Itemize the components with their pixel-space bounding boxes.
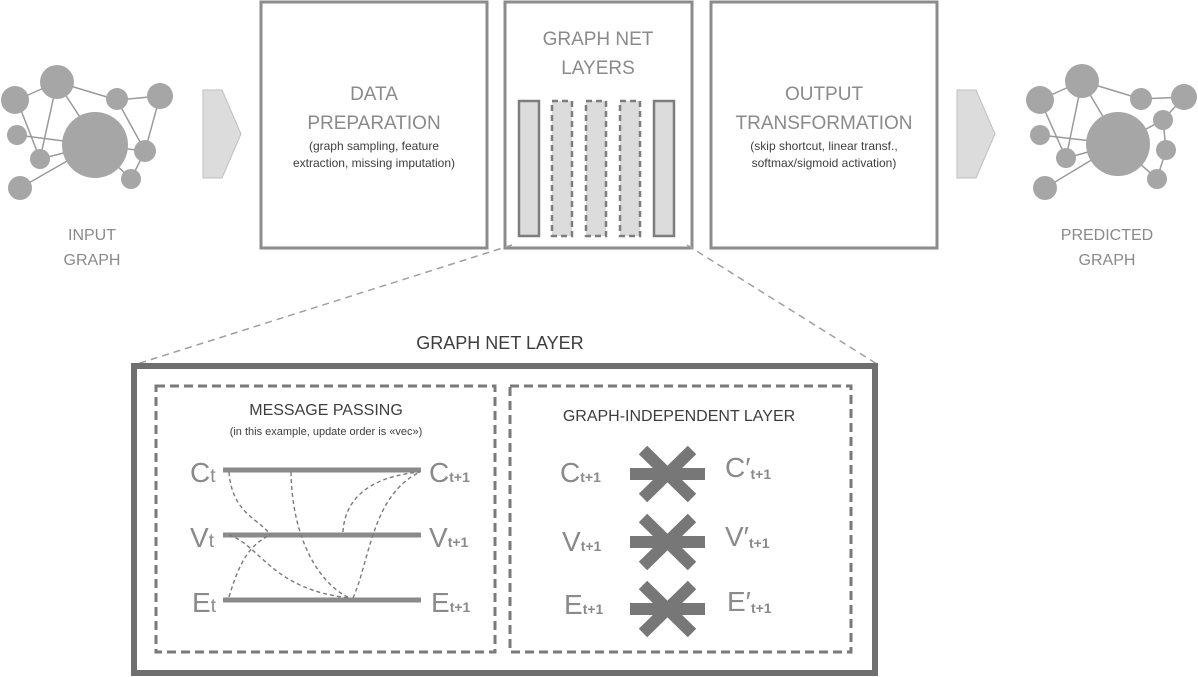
graph-node <box>134 140 156 162</box>
gi-label-c-left: Ct+1 <box>560 457 601 488</box>
cross-icon <box>630 580 705 638</box>
row-label-v-t1: Vt+1 <box>429 522 469 553</box>
layer-bar <box>517 99 541 238</box>
data-preparation-desc-1: (graph sampling, feature <box>309 139 439 153</box>
gi-label-e-left: Et+1 <box>564 589 604 620</box>
gi-label-e-right: E′t+1 <box>727 586 772 617</box>
graph-node <box>30 149 50 169</box>
row-label-v-t: Vt <box>190 522 215 553</box>
graph-node <box>62 112 128 178</box>
gi-label-v-left: Vt+1 <box>562 526 602 557</box>
graph-net-layers-title-1: GRAPH NET <box>543 29 654 50</box>
row-label-e-t1: Et+1 <box>431 587 471 618</box>
data-preparation-title-2: PREPARATION <box>307 113 440 134</box>
input-graph: INPUT GRAPH <box>1 65 173 269</box>
graph-node <box>106 88 128 110</box>
graph-node <box>1030 125 1050 145</box>
graph-node <box>1156 140 1176 160</box>
layer-bar <box>618 99 642 238</box>
flow-arrow-icon <box>956 89 996 179</box>
data-preparation-desc-2: extraction, missing imputation) <box>293 156 455 170</box>
output-transformation-desc-2: softmax/sigmoid activation) <box>752 156 897 170</box>
output-transformation-desc-1: (skip shortcut, linear transf., <box>750 139 897 153</box>
output-transformation-title-1: OUTPUT <box>785 84 864 105</box>
input-graph-label-1: INPUT <box>68 227 116 244</box>
message-passing-panel: MESSAGE PASSING (in this example, update… <box>154 384 497 654</box>
layer-bar <box>584 99 608 238</box>
graph-node <box>8 176 32 200</box>
flow-arrow-icon <box>202 89 242 179</box>
graph-node <box>1171 84 1197 110</box>
message-passing-title: MESSAGE PASSING <box>249 402 403 419</box>
gi-label-c-right: C′t+1 <box>725 452 771 483</box>
message-passing-frame <box>154 384 497 654</box>
output-transformation-box: OUTPUT TRANSFORMATION (skip shortcut, li… <box>709 0 939 250</box>
row-label-e-t: Et <box>192 587 217 618</box>
graph-independent-frame <box>508 384 853 654</box>
graph-independent-panel: GRAPH-INDEPENDENT LAYER Ct+1 Vt+1 Et+1 <box>508 384 853 654</box>
input-graph-label-2: GRAPH <box>64 252 121 269</box>
message-passing-subtitle: (in this example, update order is «vec») <box>230 426 423 438</box>
graph-node <box>1130 88 1152 110</box>
cross-icon <box>630 445 705 503</box>
graph-node <box>1065 64 1099 98</box>
layer-bar <box>550 99 574 238</box>
graph-node <box>1153 110 1173 130</box>
message-curves <box>228 471 421 599</box>
cross-icon <box>630 513 705 571</box>
row-label-c-t: Ct <box>190 457 216 488</box>
graph-node <box>1 86 29 114</box>
graph-net-layer-title: GRAPH NET LAYER <box>416 333 583 353</box>
graph-net-layers-box: GRAPH NET LAYERS <box>503 0 694 250</box>
graph-independent-title: GRAPH-INDEPENDENT LAYER <box>563 408 795 425</box>
graph-node <box>1026 86 1054 114</box>
gi-label-v-right: V′t+1 <box>725 521 770 552</box>
layer-bar <box>652 99 676 238</box>
graph-node <box>1086 112 1150 176</box>
graph-net-layer-detail: GRAPH NET LAYER MESSAGE PASSING (in this… <box>131 333 878 676</box>
graph-node <box>1056 148 1076 168</box>
graph-node <box>40 65 74 99</box>
predicted-graph-label-1: PREDICTED <box>1061 227 1153 244</box>
output-transformation-title-2: TRANSFORMATION <box>736 113 913 134</box>
graph-node <box>1147 169 1167 189</box>
graph-node <box>1033 176 1057 200</box>
zoom-line-right <box>686 244 878 365</box>
predicted-graph-label-2: GRAPH <box>1079 252 1136 269</box>
row-label-c-t1: Ct+1 <box>429 457 470 488</box>
data-preparation-box: DATA PREPARATION (graph sampling, featur… <box>259 0 489 250</box>
predicted-graph: PREDICTED GRAPH <box>1026 64 1197 269</box>
graph-node <box>147 83 173 109</box>
graph-net-layers-title-2: LAYERS <box>561 58 635 79</box>
graph-node <box>121 169 141 189</box>
graph-net-layer-frame <box>131 363 878 676</box>
data-preparation-title-1: DATA <box>350 84 398 105</box>
graph-node <box>7 125 27 145</box>
zoom-line-left <box>136 244 513 365</box>
